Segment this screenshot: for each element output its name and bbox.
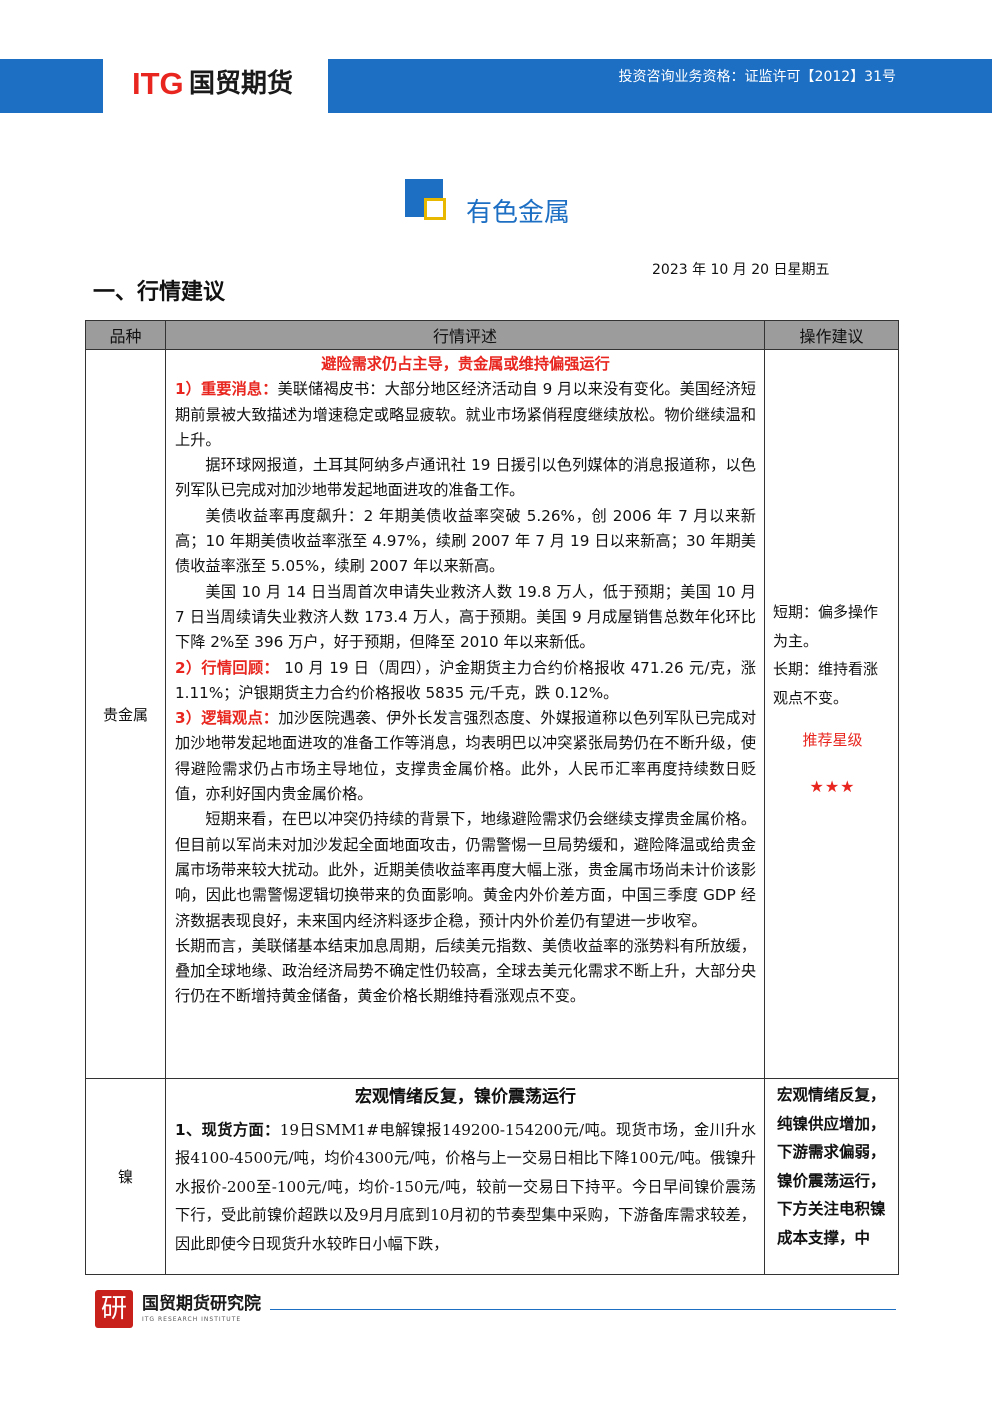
- section-square-outline-icon: [424, 198, 446, 220]
- footer-divider: [270, 1309, 896, 1310]
- review-paragraph: 美债收益率再度飙升：2 年期美债收益率突破 5.26%，创 2006 年 7 月…: [175, 506, 756, 576]
- review-title: 避险需求仍占主导，贵金属或维持偏强运行: [321, 355, 610, 373]
- review-paragraph: 1）重要消息：美联储褐皮书：大部分地区经济活动自 9 月以来没有变化。美国经济短…: [175, 380, 756, 449]
- review-title: 宏观情绪反复，镍价震荡运行: [355, 1087, 576, 1107]
- section-title: 有色金属: [466, 198, 571, 228]
- review-paragraph: 短期来看，在巴以冲突仍持续的背景下，地缘避险需求仍会继续支撑贵金属价格。但目前以…: [175, 810, 756, 930]
- review-cell: 宏观情绪反复，镍价震荡运行 1、现货方面：19日SMM1#电解镍报149200-…: [165, 1078, 765, 1275]
- footer-institute-english: ITG RESEARCH INSTITUTE: [142, 1316, 242, 1323]
- license-text: 投资咨询业务资格：证监许可【2012】31号: [618, 69, 896, 85]
- review-paragraph: 1、现货方面：19日SMM1#电解镍报149200-154200元/吨。现货市场…: [175, 1120, 757, 1253]
- review-paragraph: 长期而言，美联储基本结束加息周期，后续美元指数、美债收益率的涨势料有所放缓，叠加…: [175, 936, 756, 1006]
- header-advice: 操作建议: [764, 320, 899, 350]
- star-rating-label: 推荐星级: [802, 731, 863, 749]
- kind-cell: 贵金属: [85, 349, 166, 1079]
- header-logo-box: [103, 59, 328, 113]
- logo-company-name: 国贸期货: [189, 69, 294, 99]
- table-header-row: 品种 行情评述 操作建议: [85, 320, 899, 350]
- header-kind: 品种: [85, 320, 166, 350]
- review-paragraph: 据环球网报道，土耳其阿纳多卢通讯社 19 日援引以色列媒体的消息报道称，以色列军…: [175, 456, 756, 500]
- advice-short: 短期：偏多操作为主。: [773, 603, 879, 650]
- advice-text: 宏观情绪反复，纯镍供应增加，下游需求偏弱，镍价震荡运行，下方关注电积镍成本支撑，…: [777, 1086, 886, 1247]
- table-row: 贵金属 避险需求仍占主导，贵金属或维持偏强运行 1）重要消息：美联储褐皮书：大部…: [85, 349, 899, 1079]
- star-rating-icon: ★★★: [809, 776, 856, 796]
- review-paragraph: 3）逻辑观点：加沙医院遇袭、伊外长发言强烈态度、外媒报道称以色列军队已完成对加沙…: [175, 709, 757, 804]
- advice-cell: 宏观情绪反复，纯镍供应增加，下游需求偏弱，镍价震荡运行，下方关注电积镍成本支撑，…: [764, 1078, 899, 1275]
- footer-institute-name: 国贸期货研究院: [142, 1294, 261, 1314]
- table-row: 镍 宏观情绪反复，镍价震荡运行 1、现货方面：19日SMM1#电解镍报14920…: [85, 1078, 899, 1275]
- recommendation-table: 品种 行情评述 操作建议 贵金属 避险需求仍占主导，贵金属或维持偏强运行 1）重…: [85, 320, 899, 1275]
- kind-cell: 镍: [85, 1078, 166, 1275]
- advice-cell: 短期：偏多操作为主。 长期：维持看涨观点不变。 推荐星级 ★★★: [764, 349, 899, 1079]
- research-seal-icon: 研: [95, 1290, 133, 1328]
- report-date: 2023 年 10 月 20 日星期五: [652, 262, 830, 278]
- section-heading: 一、行情建议: [93, 280, 226, 305]
- advice-long: 长期：维持看涨观点不变。: [773, 660, 879, 707]
- header-review: 行情评述: [165, 320, 765, 350]
- review-paragraph: 美国 10 月 14 日当周首次申请失业救济人数 19.8 万人，低于预期；美国…: [175, 582, 756, 652]
- logo-itg: ITG: [132, 66, 184, 101]
- review-cell: 避险需求仍占主导，贵金属或维持偏强运行 1）重要消息：美联储褐皮书：大部分地区经…: [165, 349, 765, 1079]
- review-paragraph: 2）行情回顾： 10 月 19 日（周四），沪金期货主力合约价格报收 471.2…: [175, 658, 756, 702]
